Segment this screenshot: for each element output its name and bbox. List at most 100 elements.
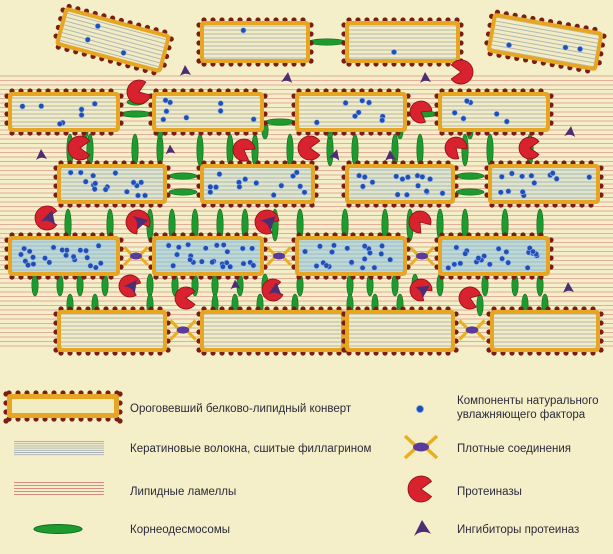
nmf-dot — [293, 169, 300, 176]
inhibitor — [414, 285, 430, 299]
nmf-dot — [499, 255, 506, 262]
nmf-dot — [220, 241, 227, 248]
corneocyte — [148, 88, 268, 136]
inhibitor — [36, 149, 47, 160]
nmf-dot — [216, 171, 223, 178]
nmf-dot — [270, 192, 277, 199]
corneocyte — [434, 88, 554, 136]
nmf-dot — [323, 262, 330, 269]
nmf-dot — [393, 173, 400, 180]
nmf-dot — [531, 179, 538, 186]
nmf-dot — [112, 170, 119, 177]
skin-barrier-diagram — [0, 3, 613, 356]
nmf-dot — [451, 261, 458, 268]
keratin-fibers — [156, 96, 260, 128]
inhibitor-icon — [414, 520, 431, 536]
nmf-dot — [138, 179, 145, 186]
nmf-dot-icon — [416, 405, 424, 413]
nmf-dot — [56, 120, 63, 127]
nmf-dot — [313, 262, 320, 269]
keratin-fibers — [442, 240, 546, 272]
corneocyte — [291, 88, 411, 136]
nmf-dot — [495, 245, 502, 252]
nmf-dot — [102, 186, 109, 193]
corneodesmosome — [168, 172, 198, 180]
tight-junction — [458, 319, 486, 341]
nmf-dot — [342, 99, 349, 106]
corneocyte — [196, 17, 314, 67]
nmf-dot — [445, 264, 452, 271]
nmf-dot — [352, 113, 359, 120]
nmf-dot — [165, 242, 172, 249]
nmf-dot — [95, 242, 102, 249]
nmf-dot — [330, 242, 337, 249]
protease-icon — [407, 475, 433, 503]
nmf-dot — [451, 109, 458, 116]
nmf-dot — [348, 259, 355, 266]
nmf-dot — [21, 245, 28, 252]
nmf-dot — [19, 103, 26, 110]
nmf-dot — [17, 251, 24, 258]
nmf-dot — [38, 103, 45, 110]
enzyme-group — [34, 59, 576, 310]
nmf-dot — [503, 248, 510, 255]
protease — [444, 136, 468, 160]
legend: Ороговевший белково-липидный конверт Кер… — [0, 370, 613, 554]
envelope-icon — [3, 390, 123, 424]
nmf-dot — [301, 189, 308, 196]
nmf-dot — [78, 111, 85, 118]
nmf-dot — [202, 245, 209, 252]
corneodesmosome — [307, 38, 347, 46]
nmf-dot — [427, 176, 434, 183]
inhibitor — [260, 216, 276, 231]
nmf-dot — [25, 262, 32, 269]
nmf-dot — [505, 259, 512, 266]
nmf-dot — [187, 256, 194, 263]
nmf-dot — [242, 176, 249, 183]
protease — [126, 79, 152, 105]
nmf-dot — [77, 247, 84, 254]
inhibitor — [328, 149, 340, 161]
nmf-dot — [130, 179, 137, 186]
nmf-dot — [414, 172, 421, 179]
nmf-dot — [77, 169, 84, 176]
corneodesmosome — [476, 293, 484, 317]
corneodesmosome — [168, 188, 198, 196]
protease — [297, 135, 321, 161]
nmf-dot — [94, 23, 101, 30]
nmf-dot — [391, 49, 398, 56]
nmf-dot — [399, 176, 406, 183]
corneocyte — [53, 160, 171, 208]
nmf-dot — [250, 116, 257, 123]
corneocyte — [341, 160, 459, 208]
nmf-dot — [359, 97, 366, 104]
protease — [232, 138, 256, 162]
legend-corneodesmosomes-label: Корнеодесмосомы — [130, 524, 230, 536]
corneodesmosome-icon — [33, 524, 83, 534]
nmf-dot — [519, 173, 526, 180]
corneocyte — [148, 232, 268, 280]
nmf-dot — [361, 174, 368, 181]
nmf-dot — [505, 188, 512, 195]
nmf-dot — [506, 42, 513, 49]
protease — [458, 286, 482, 310]
corneodesmosome — [455, 172, 485, 180]
nmf-dot — [163, 108, 170, 115]
nmf-dot — [120, 49, 127, 56]
nmf-dot — [46, 259, 53, 266]
corneocyte — [484, 160, 604, 208]
nmf-dot — [30, 261, 37, 268]
inhibitor — [385, 150, 396, 161]
nmf-dot — [415, 182, 422, 189]
protease — [409, 100, 433, 124]
nmf-dot — [366, 99, 373, 106]
nmf-dot — [371, 264, 378, 271]
keratin-fibers — [442, 96, 546, 128]
nmf-dot — [135, 192, 142, 199]
nmf-dot — [240, 27, 247, 34]
keratin-fibers — [349, 314, 451, 348]
nmf-dot — [529, 248, 536, 255]
nmf-dot — [92, 264, 99, 271]
nmf-dot — [227, 263, 234, 270]
protease — [67, 135, 91, 161]
